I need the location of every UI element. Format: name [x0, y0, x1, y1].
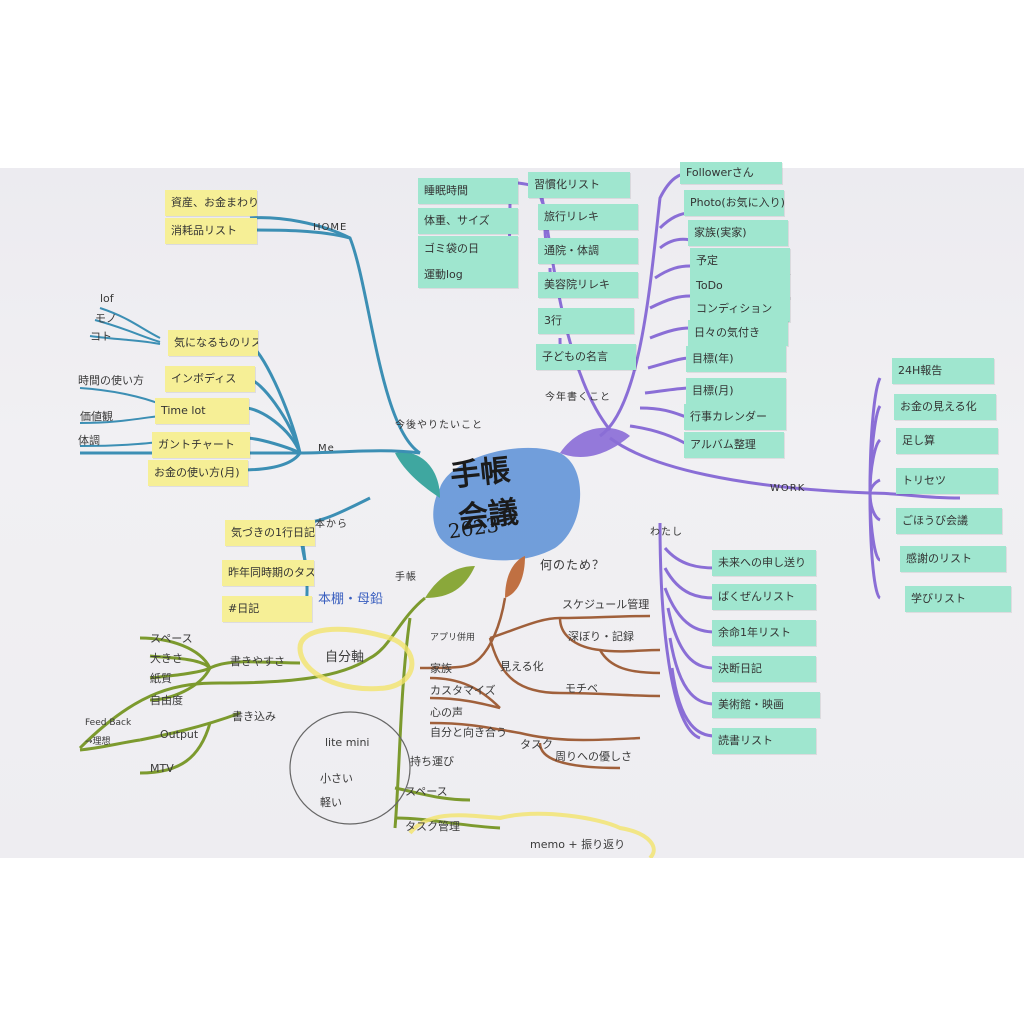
note-watashi-5: 読書リスト	[712, 728, 816, 754]
note-kotoshi2-6: 日々の気付き	[688, 320, 788, 346]
note-kotoshi2-3: 予定	[690, 248, 790, 274]
branch-techo: 手帳	[395, 572, 417, 583]
note-watashi-1: ばくぜんリスト	[712, 584, 816, 610]
hand-techo-10: MTV	[150, 762, 174, 775]
hand-techo-11: 書き込み	[232, 710, 276, 723]
branch-naze: 何のため？	[540, 558, 606, 572]
hand-naze-6: 自分と向き合う	[430, 726, 507, 739]
hand-naze-4: カスタマイズ	[430, 684, 496, 697]
hand-naze-9: タスク	[520, 738, 553, 751]
note-topleft-1: 体重、サイズ	[418, 208, 518, 234]
note-kotoshi1-1: 旅行リレキ	[538, 204, 638, 230]
hand-techo-7: Feed Back	[85, 718, 132, 728]
note-home-0: 資産、お金まわりの記録	[165, 190, 257, 216]
hand-me-4: 価値観	[80, 410, 113, 423]
hand-techo-1: 大きさ	[150, 652, 183, 665]
note-book-0: 気づきの1行日記	[225, 520, 315, 546]
branch-home: HOME	[313, 222, 348, 233]
hand-lite-3: 持ち運び	[410, 755, 454, 768]
note-topleft-0: 睡眠時間	[418, 178, 518, 204]
note-kotoshi1-0: 習慣化リスト	[528, 172, 630, 198]
hand-naze-10: 周りへの優しさ	[555, 750, 632, 763]
hand-techo-4: 書きやすさ	[230, 655, 285, 668]
brown-leaf	[505, 556, 525, 598]
hand-naze-0: スケジュール管理	[562, 598, 650, 611]
note-work-0: 24H報告	[892, 358, 994, 384]
note-work-2: 足し算	[896, 428, 998, 454]
hand-techo-0: スペース	[150, 632, 193, 645]
hand-lite-2: 軽い	[320, 796, 342, 809]
note-kotoshi2-1: Photo(お気に入り)	[684, 190, 784, 216]
note-kotoshi1-5: 子どもの名言	[536, 344, 636, 370]
note-me-3: ガントチャート	[152, 432, 250, 458]
note-kotoshi2-5: コンディション	[690, 296, 790, 322]
hand-naze-2: アプリ併用	[430, 633, 476, 643]
note-kotoshi2-7: 目標(年)	[686, 346, 786, 372]
note-me-0: 気になるものリスト	[168, 330, 258, 356]
hand-me-2: コト	[90, 330, 112, 343]
mindmap-photo: 手帳 会議 2023 HOME Me 本から 手帳 今後やりたいこと 今年書くこ…	[0, 162, 1024, 858]
hand-techo-2: 紙質	[150, 672, 172, 685]
hand-lite-1: 小さい	[320, 772, 353, 785]
branch-watashi: わたし	[650, 527, 683, 538]
hand-naze-7: 見える化	[500, 660, 544, 673]
note-kotoshi2-10: アルバム整理	[684, 432, 784, 458]
note-book-1: 昨年同時期のタスク	[222, 560, 314, 586]
hand-techo-5: 自分軸	[325, 650, 365, 665]
hand-me-1: モノ	[95, 312, 117, 325]
branch-kotoshi: 今年書くこと	[545, 392, 611, 403]
note-work-3: トリセツ	[896, 468, 998, 494]
note-me-4: お金の使い方(月)	[148, 460, 248, 486]
note-kotoshi2-2: 家族(実家)	[688, 220, 788, 246]
note-me-2: Time lot	[155, 398, 249, 424]
hand-lite-4: スペース	[405, 785, 448, 798]
note-me-1: インボディス	[165, 366, 255, 392]
hand-lite-6: memo + 振り返り	[530, 838, 626, 851]
purple-leaf	[560, 427, 630, 457]
hand-naze-3: 家族	[430, 662, 452, 675]
note-topleft-3: 運動log	[418, 262, 518, 288]
note-watashi-2: 余命1年リスト	[712, 620, 816, 646]
note-watashi-4: 美術館・映画	[712, 692, 820, 718]
branch-work: WORK	[770, 483, 806, 494]
hand-naze-8: モチベ	[565, 682, 598, 695]
note-kotoshi2-9: 行事カレンダー	[684, 404, 786, 430]
olive-leaf	[425, 566, 475, 598]
note-kotoshi2-8: 目標(月)	[686, 378, 786, 404]
hand-techo-9: Output	[160, 728, 199, 741]
note-work-4: ごほうび会議	[896, 508, 1002, 534]
note-book-2: #日記	[222, 596, 312, 622]
branch-me: Me	[318, 443, 335, 454]
note-kotoshi2-0: Followerさん	[680, 162, 782, 184]
note-watashi-3: 決断日記	[712, 656, 816, 682]
note-work-5: 感謝のリスト	[900, 546, 1006, 572]
branch-kongo: 今後やりたいこと	[395, 420, 483, 431]
hand-techo-6: 本棚・母鉛	[318, 592, 384, 607]
note-work-1: お金の見える化	[894, 394, 996, 420]
hand-lite-5: タスク管理	[405, 820, 460, 833]
note-kotoshi2-4: ToDo	[690, 273, 790, 299]
teal-leaf	[395, 452, 440, 498]
hand-techo-3: 自由度	[150, 694, 183, 707]
note-work-6: 学びリスト	[905, 586, 1011, 612]
hand-me-0: lof	[100, 292, 114, 305]
branch-book: 本から	[315, 519, 348, 530]
note-watashi-0: 未来への申し送り	[712, 550, 816, 576]
note-kotoshi1-3: 美容院リレキ	[538, 272, 638, 298]
hand-me-3: 時間の使い方	[78, 374, 144, 387]
hand-naze-1: 深ぼり・記録	[568, 630, 634, 643]
note-home-1: 消耗品リスト	[165, 218, 257, 244]
note-kotoshi1-2: 通院・体調	[538, 238, 638, 264]
hand-me-5: 体調	[78, 434, 100, 447]
hand-lite-0: lite mini	[325, 736, 370, 749]
note-kotoshi1-4: 3行	[538, 308, 634, 334]
hand-naze-5: 心の声	[430, 706, 463, 719]
hand-techo-8: →理想	[85, 737, 111, 747]
note-topleft-2: ゴミ袋の日	[418, 236, 518, 262]
center-blob	[433, 447, 581, 561]
